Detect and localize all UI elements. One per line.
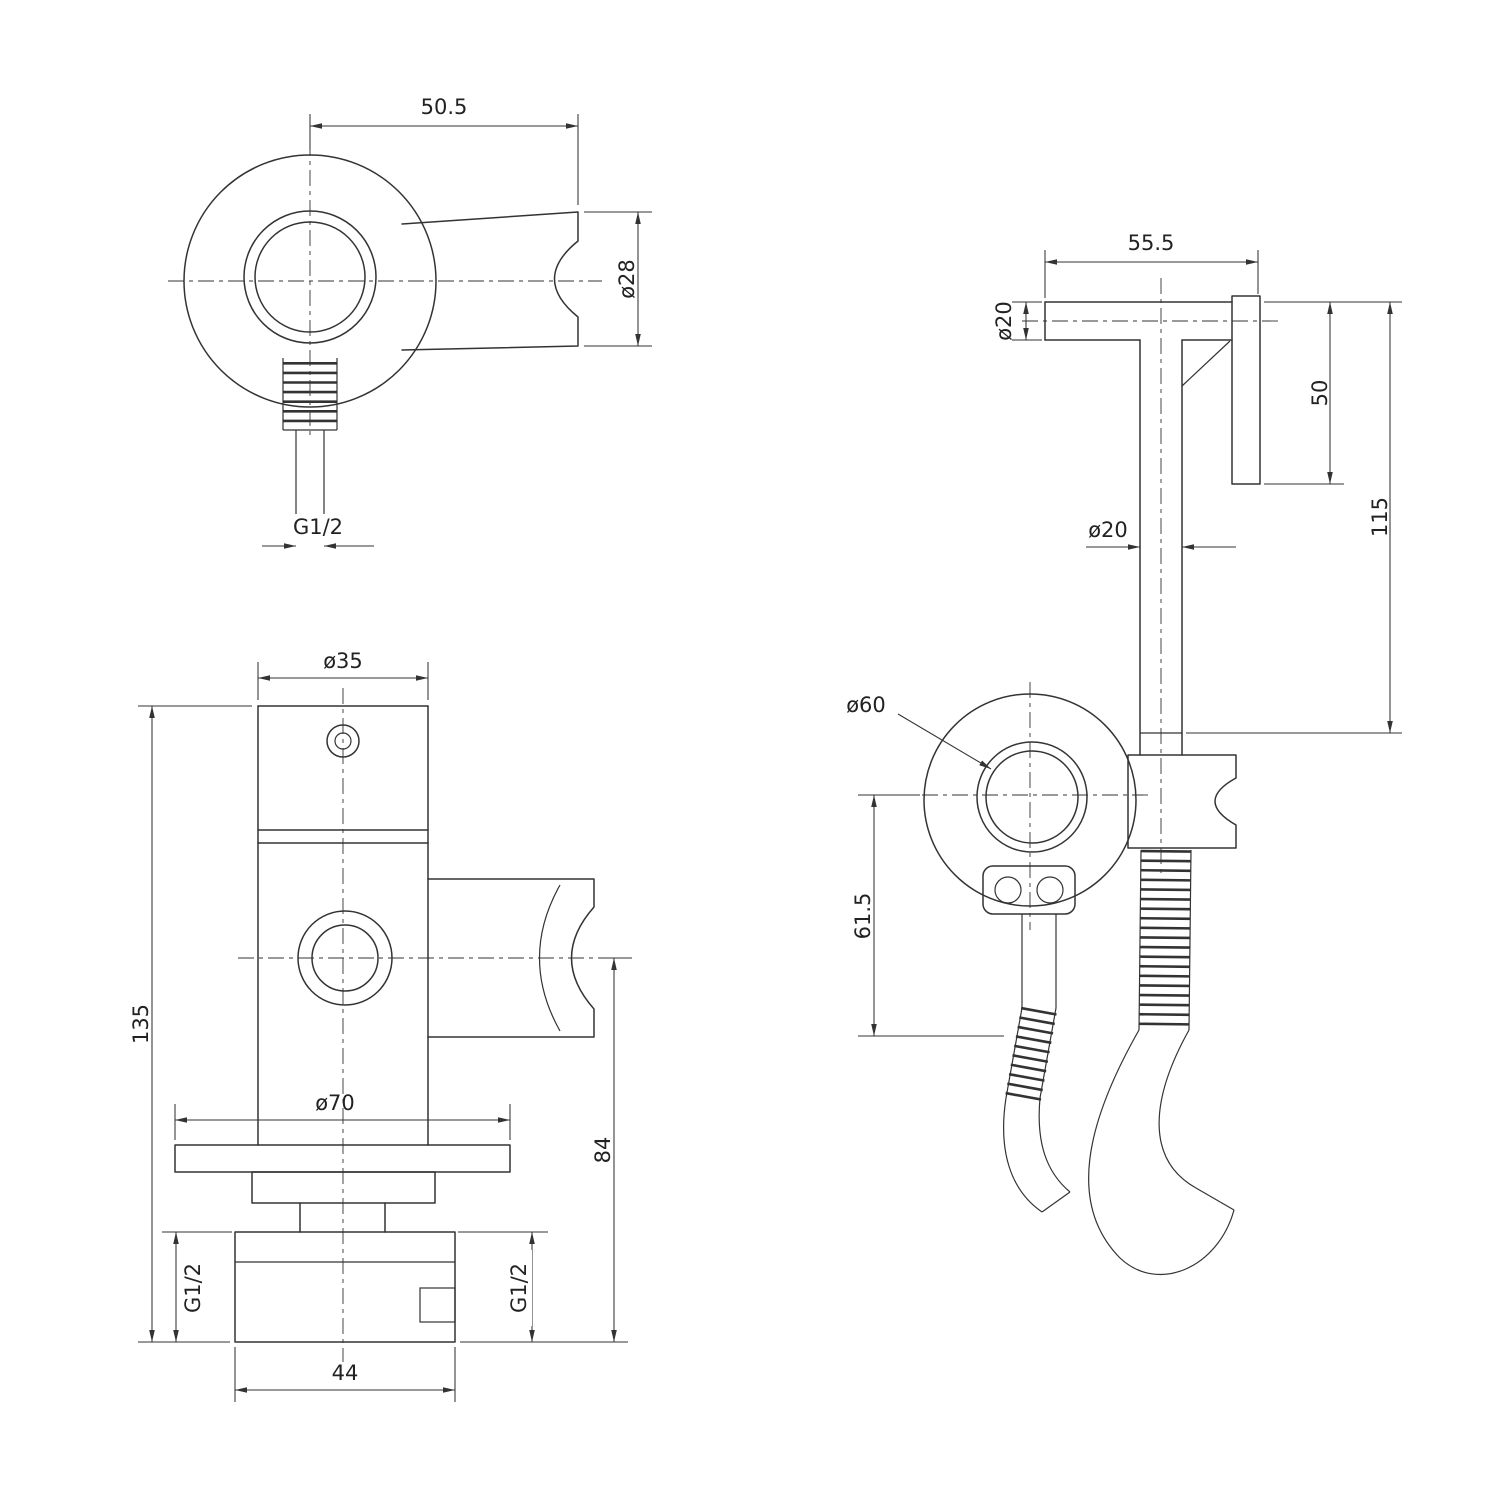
- dim-label-holder-height: 84: [591, 1137, 615, 1164]
- label-mask: [180, 1250, 206, 1326]
- valve-boss-inner-circle: [254, 221, 366, 333]
- dim-label-cap-diameter: ø35: [323, 649, 363, 673]
- set-screw-outer: [326, 724, 360, 758]
- hose-curve-outer: [1003, 1097, 1043, 1213]
- dim-label-flange-diameter: ø70: [315, 1091, 355, 1115]
- dim-label-total-height: 135: [129, 1004, 153, 1044]
- outlet-boss-outer: [297, 910, 393, 1006]
- set-screw-inner: [334, 732, 352, 750]
- hose-rail: [1188, 849, 1192, 1031]
- hose-end-cap: [1041, 1191, 1071, 1213]
- dim-label-body-width: 44: [332, 1361, 359, 1385]
- valve-block: [234, 1231, 456, 1343]
- label-mask: [284, 514, 352, 540]
- dim-label-tube-diameter: ø20: [1088, 518, 1128, 542]
- dim-label-arm-diameter: ø20: [992, 301, 1016, 341]
- dim-label-arm-length: 55.5: [1128, 231, 1175, 255]
- holder-cup-outline: [427, 878, 595, 1038]
- valve-front-view: ø35 135 ø70 84 44 G1/2 G1/2: [129, 649, 632, 1402]
- label-mask: [506, 1250, 532, 1326]
- valve-boss-outer-circle: [976, 741, 1088, 853]
- dim-label-thread: G1/2: [293, 515, 343, 539]
- valve-boss-inner-circle: [985, 750, 1079, 844]
- arm-gusset: [1181, 340, 1231, 387]
- escutcheon-outer-circle: [923, 693, 1137, 907]
- holder-cup-outline: [1127, 754, 1237, 849]
- hose-corrugation-right: [1139, 849, 1191, 1031]
- valve-block-port: [419, 1287, 456, 1323]
- dim-label-outlet-drop: 61.5: [851, 893, 875, 940]
- dim-label-thread-left: G1/2: [181, 1263, 205, 1313]
- hose-rail: [1039, 1007, 1057, 1099]
- dim-label-overall-height: 115: [1368, 497, 1392, 537]
- dim-label-body-diameter: ø60: [846, 693, 886, 717]
- outlet-port-left: [994, 876, 1022, 904]
- dim-label-cup-diameter: ø28: [615, 259, 639, 299]
- leader-body-diameter: [897, 713, 992, 770]
- dim-label-plate-height: 50: [1308, 380, 1332, 407]
- holder-top-view: 50.5 ø28 G1/2: [168, 95, 652, 549]
- holder-cup-inner-arc: [539, 884, 561, 1032]
- dim-label-thread-right: G1/2: [507, 1263, 531, 1313]
- outlet-barrel: [982, 865, 1076, 915]
- holder-cup-outline: [401, 211, 579, 351]
- escutcheon-outer-circle: [183, 154, 437, 408]
- flange-disc: [251, 1171, 436, 1204]
- hose-loop-inner: [1158, 1029, 1197, 1189]
- hose-rail: [1138, 849, 1142, 1031]
- hose-rail: [1005, 1007, 1023, 1099]
- assembly-side-view: 55.5 ø20 50 115 ø20 ø60 61.5: [846, 231, 1402, 1275]
- hose-loop-outer: [1088, 1029, 1235, 1275]
- hose-curve-inner: [1038, 1097, 1071, 1193]
- hose-end-cap: [1195, 1187, 1235, 1211]
- wall-plate: [1231, 295, 1261, 485]
- dim-label-width: 50.5: [421, 95, 468, 119]
- valve-boss-outer-circle: [243, 210, 377, 344]
- outlet-boss-inner: [311, 924, 379, 992]
- outlet-port-right: [1036, 876, 1064, 904]
